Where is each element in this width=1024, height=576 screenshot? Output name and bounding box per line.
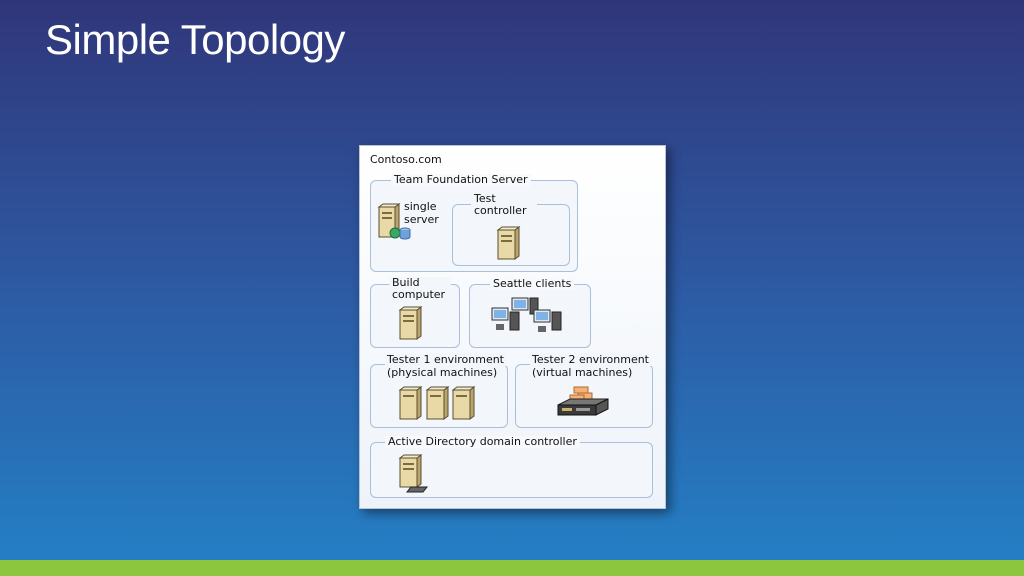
tfs-label: Team Foundation Server	[391, 174, 531, 186]
tester2-label-line2: (virtual machines)	[530, 366, 635, 379]
active-directory-label: Active Directory domain controller	[385, 436, 580, 448]
test-controller-label: Test controller	[471, 193, 537, 217]
test-controller-group: Test controller	[452, 193, 570, 266]
domain-label: Contoso.com	[370, 153, 442, 166]
domain-controller-server-icon	[397, 453, 429, 493]
tester2-label-line1: Tester 2 environment	[530, 353, 651, 366]
active-directory-group: Active Directory domain controller	[370, 436, 653, 498]
tester2-group: Tester 2 environment (virtual machines)	[515, 353, 653, 428]
seattle-clients-label: Seattle clients	[490, 278, 575, 290]
tester1-label-line1: Tester 1 environment	[385, 353, 506, 366]
topology-diagram: Contoso.com Team Foundation Server singl…	[359, 145, 666, 509]
build-server-icon	[397, 305, 425, 341]
accent-bar	[0, 560, 1024, 576]
slide-title: Simple Topology	[45, 16, 345, 63]
tester1-group: Tester 1 environment (physical machines)	[370, 353, 508, 428]
server-with-database-icon	[377, 203, 417, 243]
physical-machines-icon	[397, 385, 479, 423]
seattle-clients-group: Seattle clients	[469, 278, 591, 348]
virtual-machines-host-icon	[556, 383, 612, 423]
build-computer-label: Build computer	[389, 277, 451, 301]
tfs-group: Team Foundation Server single server Tes…	[370, 174, 578, 272]
client-workstations-icon	[490, 296, 568, 336]
tester1-label-line2: (physical machines)	[385, 366, 500, 379]
test-controller-server-icon	[495, 225, 523, 261]
single-server-label: single server	[404, 200, 439, 226]
build-computer-group: Build computer	[370, 277, 460, 348]
